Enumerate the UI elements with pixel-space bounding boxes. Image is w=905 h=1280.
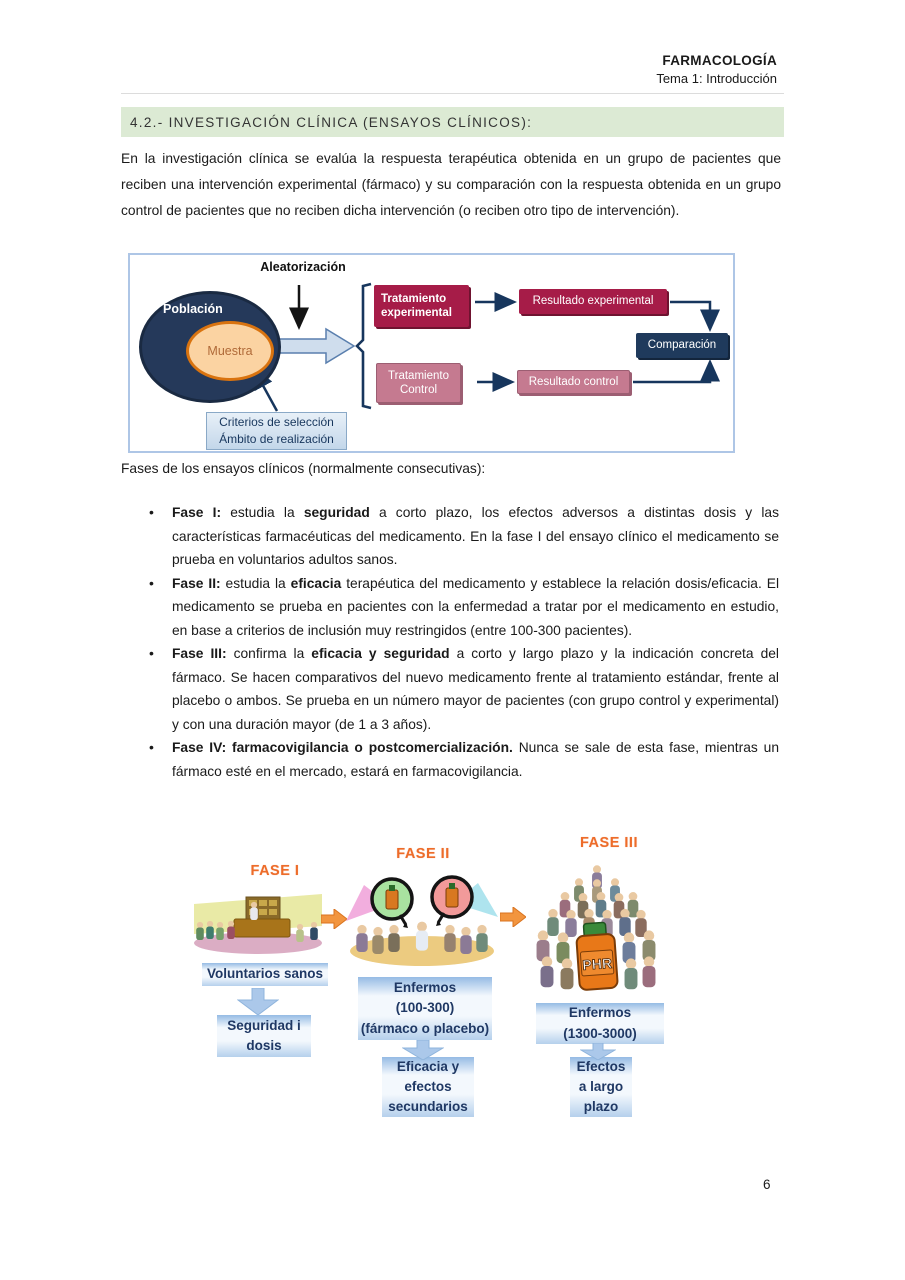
fase3-illustration: PHR (536, 865, 656, 991)
cyan-wedge (454, 883, 498, 917)
fase1-illustration (194, 894, 322, 954)
fase3-title: FASE III (580, 835, 638, 851)
sample-ellipse: Muestra (186, 321, 274, 381)
box-control-result: Resultado control (517, 370, 630, 394)
ground-oval (194, 932, 322, 954)
fase3-outcome-box: Efectos a largo plazo (570, 1057, 632, 1117)
fase1-down-arrow (237, 988, 279, 1015)
fase1-outcome-box: Seguridad i dosis (217, 1015, 311, 1057)
phases-figure: FASE I FASE II FASE III (180, 835, 740, 1125)
ground-oval (350, 936, 494, 966)
fase-bullet-item: Fase I: estudia la seguridad a corto pla… (147, 501, 779, 572)
pink-wedge (346, 885, 390, 921)
doc-title: FARMACOLOGÍA (662, 53, 777, 68)
fase3-down-arrow (580, 1043, 616, 1060)
medicine-bottle-icon: PHR (575, 921, 619, 991)
label-population: Población (163, 302, 223, 316)
fase2-title: FASE II (396, 846, 450, 862)
fase-bullet-item: Fase II: estudia la eficacia terapéutica… (147, 572, 779, 643)
arrow-result-exp-to-comparison (670, 300, 720, 332)
patients-group (356, 921, 488, 954)
arrow-result-ctrl-to-comparison (633, 359, 720, 384)
phases-bullets: Fase I: estudia la seguridad a corto pla… (147, 501, 779, 783)
page-number: 6 (763, 1177, 771, 1192)
page-header: FARMACOLOGÍA Tema 1: Introducción (656, 53, 777, 86)
arrow-fase1-to-fase2 (321, 909, 347, 929)
diagram-connectors (252, 282, 720, 412)
box-control-treatment: Tratamiento Control (376, 363, 461, 403)
doc-subtitle: Tema 1: Introducción (656, 71, 777, 86)
fase-bullet-item: Fase III: confirma la eficacia y segurid… (147, 642, 779, 736)
fase-bullet-list: Fase I: estudia la seguridad a corto pla… (147, 501, 779, 783)
split-bracket (355, 282, 372, 410)
box-selection-criteria: Criterios de selección Ámbito de realiza… (206, 412, 347, 450)
fase1-subjects-box: Voluntarios sanos (202, 963, 328, 986)
header-divider (121, 93, 784, 94)
box-experimental-treatment: Tratamiento experimental (374, 285, 469, 327)
fase2-down-arrow (402, 1040, 444, 1060)
arrow-fase2-to-fase3 (500, 907, 526, 927)
box-experimental-result: Resultado experimental (519, 289, 667, 314)
clinical-trial-diagram: Aleatorización Población Muestra Tratami… (128, 253, 735, 453)
magnifier-drug-icon (370, 877, 414, 928)
box-comparison: Comparación (636, 333, 728, 358)
fase2-subjects-box: Enfermos (100-300) (fármaco o placebo) (358, 977, 492, 1040)
magnifier-placebo-icon (430, 875, 474, 926)
fase-bullet-item: Fase IV: farmacovigilancia o postcomerci… (147, 736, 779, 783)
fase1-title: FASE I (250, 863, 300, 879)
counter (233, 918, 291, 938)
intro-paragraph: En la investigación clínica se evalúa la… (121, 151, 781, 218)
fase3-subjects-box: Enfermos (1300-3000) (536, 1003, 664, 1044)
fase2-outcome-box: Eficacia y efectos secundarios (382, 1057, 474, 1117)
sample-block-arrow (269, 327, 356, 365)
phases-heading: Fases de los ensayos clínicos (normalmen… (121, 461, 486, 476)
fase2-illustration (346, 875, 498, 966)
label-randomization: Aleatorización (260, 260, 346, 274)
bottle-label: PHR (582, 955, 613, 973)
section-heading: 4.2.- INVESTIGACIÓN CLÍNICA (ENSAYOS CLÍ… (121, 107, 784, 137)
